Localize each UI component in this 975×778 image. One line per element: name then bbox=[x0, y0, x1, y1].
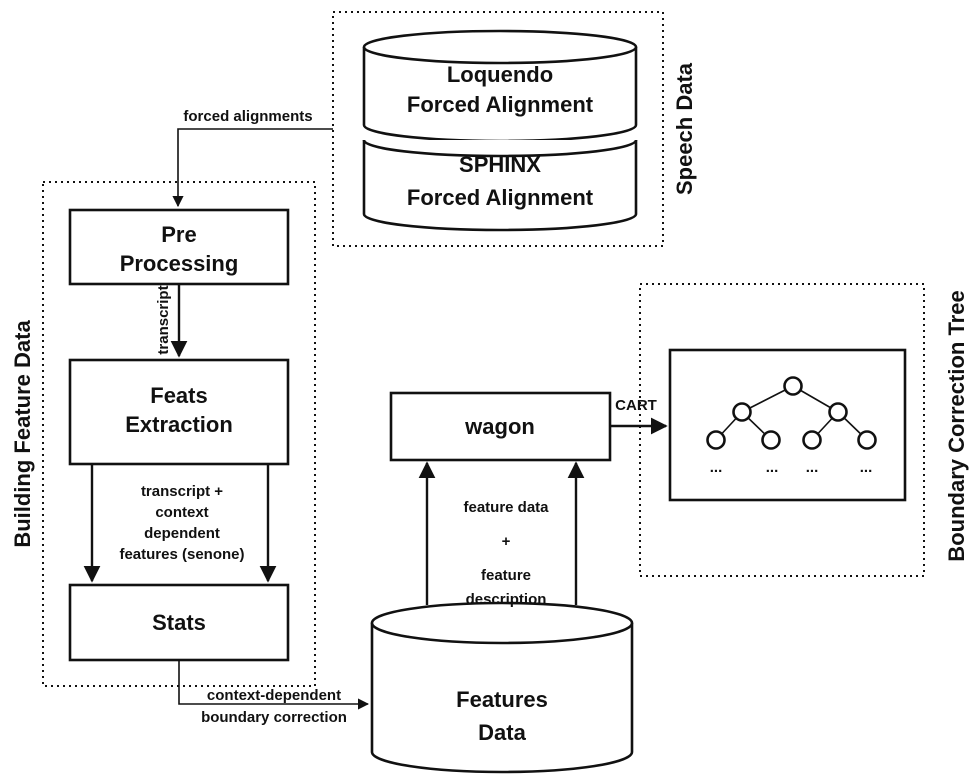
feature-data-line1: feature data bbox=[463, 499, 549, 516]
tree-ellipsis-2: ... bbox=[766, 459, 779, 476]
forced-alignments-arrow bbox=[172, 128, 333, 208]
boundary-correction-line1: context-dependent bbox=[207, 687, 341, 704]
preprocessing-box: Pre Processing bbox=[68, 208, 290, 286]
tree-leaf-2 bbox=[761, 430, 781, 450]
tree-leaf-3 bbox=[802, 430, 822, 450]
tree-node-right bbox=[828, 402, 848, 422]
feats-extraction-box: Feats Extraction bbox=[68, 358, 290, 466]
feats-extraction-label-line1: Feats bbox=[150, 383, 207, 408]
boundary-correction-line2: boundary correction bbox=[201, 709, 347, 726]
speech-data-label: Speech Data bbox=[672, 62, 697, 195]
decision-tree-box: ... ... ... ... bbox=[668, 348, 907, 502]
tree-node-left bbox=[732, 402, 752, 422]
transcript-features-line3: dependent bbox=[144, 525, 220, 542]
feats-extraction-label-line2: Extraction bbox=[125, 412, 233, 437]
feature-data-line2: + bbox=[502, 533, 511, 550]
preprocessing-label-line1: Pre bbox=[161, 222, 196, 247]
transcript-features-line1: transcript + bbox=[141, 483, 223, 500]
features-data-database: Features Data bbox=[370, 601, 634, 774]
transcript-label: transcript bbox=[155, 285, 172, 354]
loquendo-database: Loquendo Forced Alignment bbox=[362, 29, 638, 143]
tree-ellipsis-1: ... bbox=[710, 459, 723, 476]
tree-node-root bbox=[783, 376, 803, 396]
feature-data-line3: feature bbox=[481, 567, 531, 584]
wagon-label: wagon bbox=[464, 414, 535, 439]
sphinx-database: SPHINX Forced Alignment bbox=[362, 139, 638, 232]
tree-leaf-4 bbox=[857, 430, 877, 450]
features-data-label-line2: Data bbox=[478, 720, 526, 745]
tree-ellipsis-4: ... bbox=[860, 459, 873, 476]
boundary-correction-tree-label: Boundary Correction Tree bbox=[944, 290, 969, 561]
transcript-features-line4: features (senone) bbox=[119, 546, 244, 563]
loquendo-label-line1: Loquendo bbox=[447, 62, 553, 87]
transcript-features-line2: context bbox=[155, 504, 208, 521]
boundary-correction-arrow bbox=[178, 660, 370, 710]
preprocessing-label-line2: Processing bbox=[120, 251, 239, 276]
tree-leaf-1 bbox=[706, 430, 726, 450]
features-data-label-line1: Features bbox=[456, 687, 548, 712]
stats-box: Stats bbox=[68, 583, 290, 662]
wagon-box: wagon bbox=[389, 391, 612, 462]
forced-alignments-label: forced alignments bbox=[183, 108, 312, 125]
feature-data-line4: description bbox=[466, 591, 547, 608]
tree-ellipsis-3: ... bbox=[806, 459, 819, 476]
sphinx-label-line1: SPHINX bbox=[459, 152, 541, 177]
sphinx-label-line2: Forced Alignment bbox=[407, 185, 594, 210]
cart-label: CART bbox=[615, 397, 657, 414]
stats-label: Stats bbox=[152, 610, 206, 635]
loquendo-label-line2: Forced Alignment bbox=[407, 92, 594, 117]
building-feature-data-label: Building Feature Data bbox=[10, 320, 35, 548]
